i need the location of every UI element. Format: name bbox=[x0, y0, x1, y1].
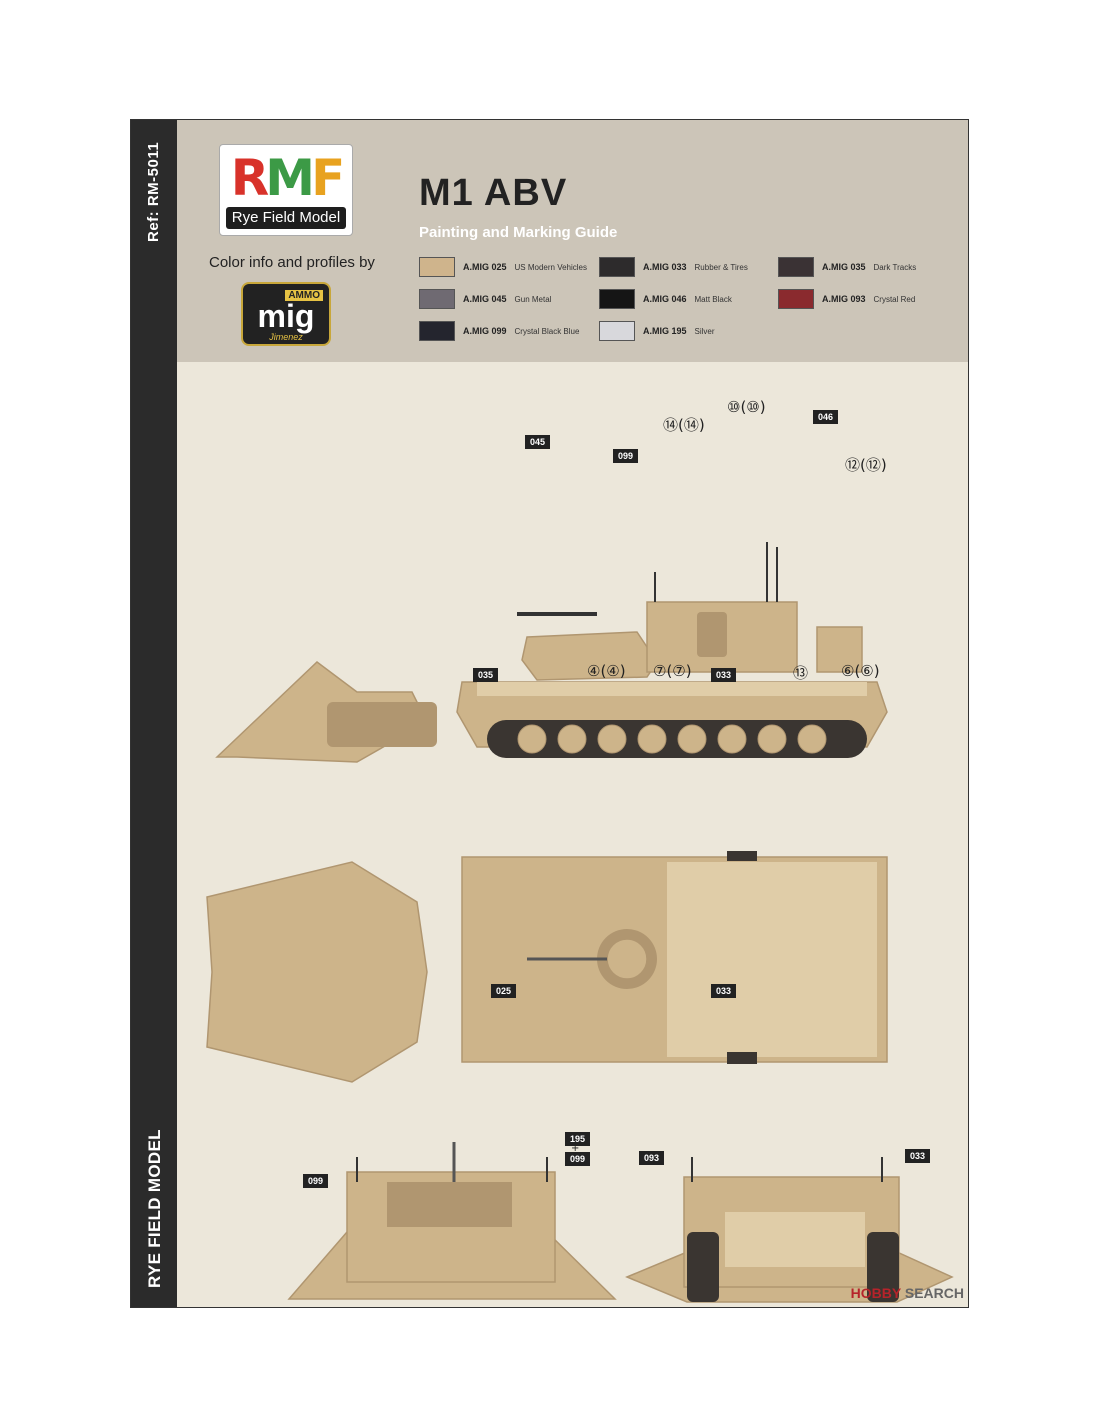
road-wheel bbox=[517, 724, 547, 754]
decal-callout: ④(④) bbox=[587, 662, 626, 680]
paint-tag: 033 bbox=[905, 1149, 931, 1163]
reference-number: Ref: RM-5011 bbox=[145, 141, 162, 242]
paint-swatch bbox=[778, 289, 814, 309]
paint-swatch bbox=[419, 257, 455, 277]
paint-tag: 099 bbox=[613, 449, 639, 463]
road-wheel bbox=[797, 724, 827, 754]
profiles-area: 045 099 046 035 033 ⑭(⑭) ⑩(⑩) ⑫(⑫) ④(④) … bbox=[177, 362, 968, 1307]
decal-callout: ⑩(⑩) bbox=[727, 398, 766, 416]
paint-tag: 099 bbox=[303, 1174, 329, 1188]
side-view-profile bbox=[215, 542, 888, 763]
paint-tag: 046 bbox=[813, 410, 839, 424]
paint-tag: 099 bbox=[565, 1152, 591, 1166]
ammo-mig-logo: AMMO mig Jimenez bbox=[241, 282, 331, 346]
paint-tag: 033 bbox=[711, 668, 737, 682]
rmf-logo: RMF Rye Field Model bbox=[219, 144, 353, 236]
paint-swatch bbox=[419, 321, 455, 341]
rmf-logo-band: Rye Field Model bbox=[226, 207, 346, 229]
paint-swatch bbox=[599, 289, 635, 309]
decal-callout: ⑦(⑦) bbox=[653, 662, 692, 680]
front-view-profile bbox=[287, 1142, 617, 1300]
paint-tag: 093 bbox=[639, 1151, 665, 1165]
paint-swatch bbox=[419, 289, 455, 309]
road-wheel bbox=[557, 724, 587, 754]
rear-view-profile bbox=[625, 1157, 954, 1303]
paint-tag: 045 bbox=[525, 435, 551, 449]
sidebar-brand: RYE FIELD MODEL bbox=[145, 1129, 164, 1288]
road-wheel bbox=[597, 724, 627, 754]
decal-callout: ⑥(⑥) bbox=[841, 662, 880, 680]
instruction-sheet: Ref: RM-5011 RYE FIELD MODEL RMF Rye Fie… bbox=[130, 119, 969, 1308]
paint-tag: 033 bbox=[711, 984, 737, 998]
color-info-text: Color info and profiles by bbox=[209, 254, 375, 271]
paint-swatch bbox=[599, 321, 635, 341]
paint-swatch bbox=[778, 257, 814, 277]
road-wheel bbox=[677, 724, 707, 754]
decal-callout: ⑬ bbox=[793, 664, 809, 682]
paint-swatch bbox=[599, 257, 635, 277]
paint-tag: 035 bbox=[473, 668, 499, 682]
top-view-profile bbox=[206, 851, 888, 1083]
decal-callout: ⑫(⑫) bbox=[845, 456, 887, 474]
plus-sign: + bbox=[571, 1143, 580, 1154]
road-wheel bbox=[717, 724, 747, 754]
paint-tag: 195 bbox=[565, 1132, 591, 1146]
road-wheel bbox=[757, 724, 787, 754]
left-sidebar: Ref: RM-5011 RYE FIELD MODEL bbox=[131, 120, 177, 1307]
page-title: M1 ABV bbox=[419, 172, 568, 214]
decal-callout: ⑭(⑭) bbox=[663, 416, 705, 434]
watermark: HOBBY SEARCH bbox=[850, 1285, 964, 1301]
rmf-logo-letters: RMF bbox=[230, 149, 345, 207]
page-subtitle: Painting and Marking Guide bbox=[419, 224, 618, 241]
vehicle-profiles-drawing bbox=[206, 542, 954, 1303]
paint-tag: 025 bbox=[491, 984, 517, 998]
road-wheel bbox=[637, 724, 667, 754]
header-panel: RMF Rye Field Model Color info and profi… bbox=[177, 120, 968, 362]
